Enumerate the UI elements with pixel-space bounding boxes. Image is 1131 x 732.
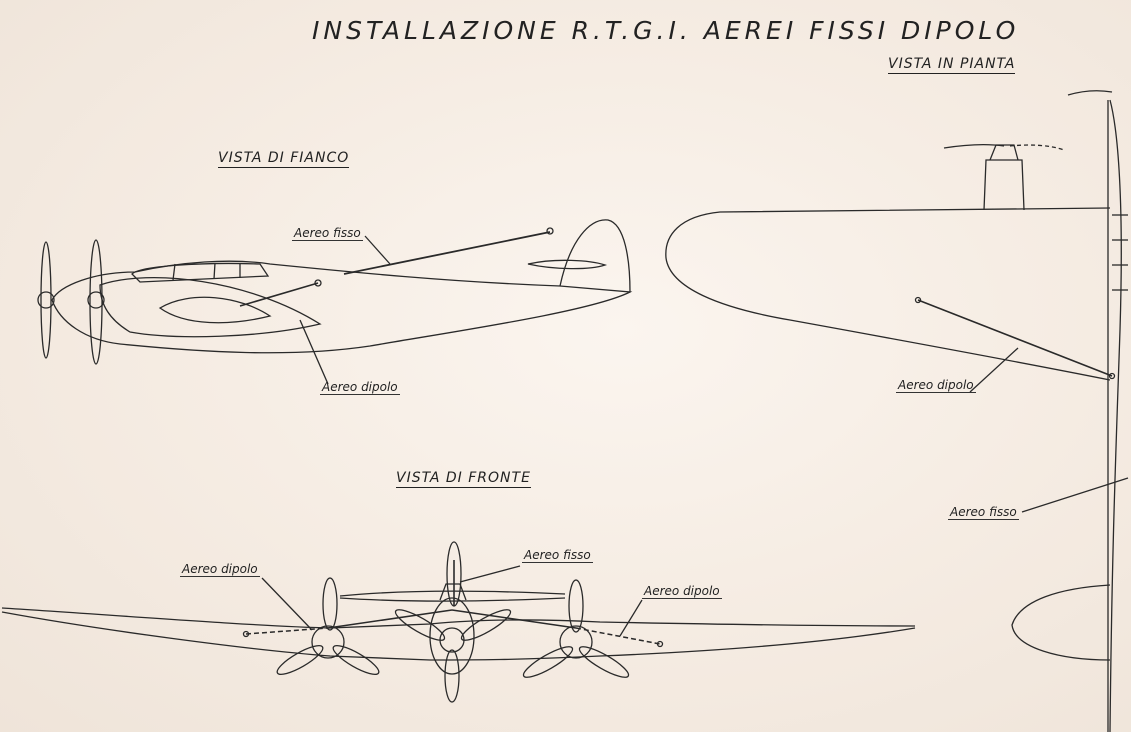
front-dipole-right-callout: Aereo dipolo <box>642 584 722 599</box>
drawing-title: INSTALLAZIONE R.T.G.I. AEREI FISSI DIPOL… <box>312 16 1020 45</box>
top-view-label: VISTA IN PIANTA <box>888 56 1016 74</box>
side-view-label: VISTA DI FIANCO <box>218 150 350 168</box>
front-dipole-left-callout: Aereo dipolo <box>180 562 260 577</box>
top-view-aircraft <box>665 90 1129 732</box>
front-view-aircraft <box>1 541 916 703</box>
top-fixed-callout: Aereo fisso <box>948 505 1019 520</box>
top-dipole-callout: Aereo dipolo <box>896 378 976 393</box>
front-fixed-callout: Aereo fisso <box>522 548 593 563</box>
side-dipole-callout: Aereo dipolo <box>320 380 400 395</box>
side-view-aircraft <box>37 219 633 385</box>
front-view-label: VISTA DI FRONTE <box>396 470 531 488</box>
side-fixed-callout: Aereo fisso <box>292 226 363 241</box>
